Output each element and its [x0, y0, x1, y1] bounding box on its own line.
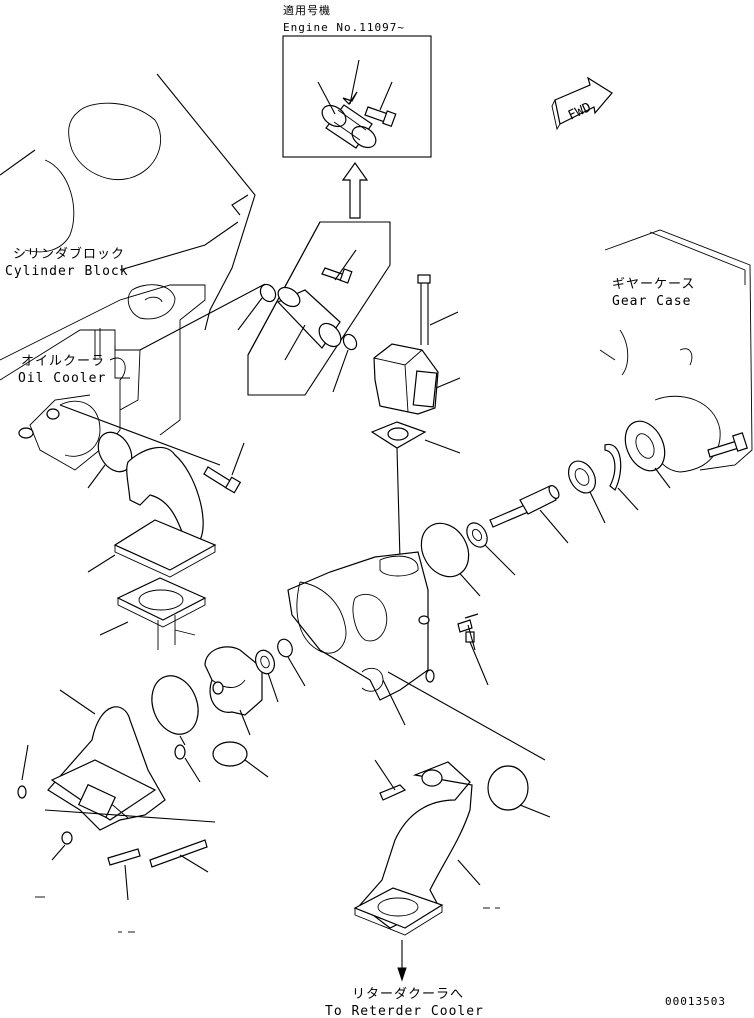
inset-leader — [317, 81, 336, 115]
oil-cooler — [18, 357, 126, 471]
inset-bolt — [364, 81, 397, 128]
inset-pipe — [321, 104, 377, 149]
housing-fittings — [420, 522, 489, 686]
inset-frame — [282, 35, 432, 158]
inset-pin — [342, 59, 360, 105]
impeller-group — [204, 638, 306, 736]
applicability-engine-no: Engine No.11097~ — [283, 21, 405, 34]
cylinder-block-label-jp: シリンダブロック — [13, 246, 125, 262]
cylinder-block — [0, 73, 256, 436]
lower-outlet-pipe — [353, 759, 551, 982]
inset-arrow — [341, 161, 369, 219]
retarder-cooler-label-en: To Reterder Cooler — [325, 1004, 484, 1018]
gear-case-label-en: Gear Case — [612, 294, 691, 309]
oil-cooler-label-jp: オイルクーラ — [21, 354, 105, 369]
minor-marks — [35, 896, 500, 933]
pump-housing — [287, 551, 546, 761]
applicability-title-jp: 適用号機 — [283, 3, 331, 17]
drawing-number: 00013503 — [665, 995, 726, 1008]
applicability-inset: 適用号機 Engine No.11097~ — [282, 3, 432, 158]
fwd-arrow: FWD — [551, 76, 613, 131]
lower-gasket — [99, 577, 207, 650]
gear-case — [599, 229, 753, 473]
cylinder-block-label-en: Cylinder Block — [5, 264, 129, 279]
upper-housing — [370, 274, 461, 561]
oil-cooler-label-en: Oil Cooler — [18, 371, 106, 386]
rear-cover — [17, 675, 269, 901]
retarder-cooler-label-jp: リターダクーラへ — [352, 987, 464, 1002]
left-elbow — [59, 404, 245, 578]
gear-case-label-jp: ギヤーケース — [612, 277, 695, 292]
upper-pipe-group — [139, 221, 391, 396]
